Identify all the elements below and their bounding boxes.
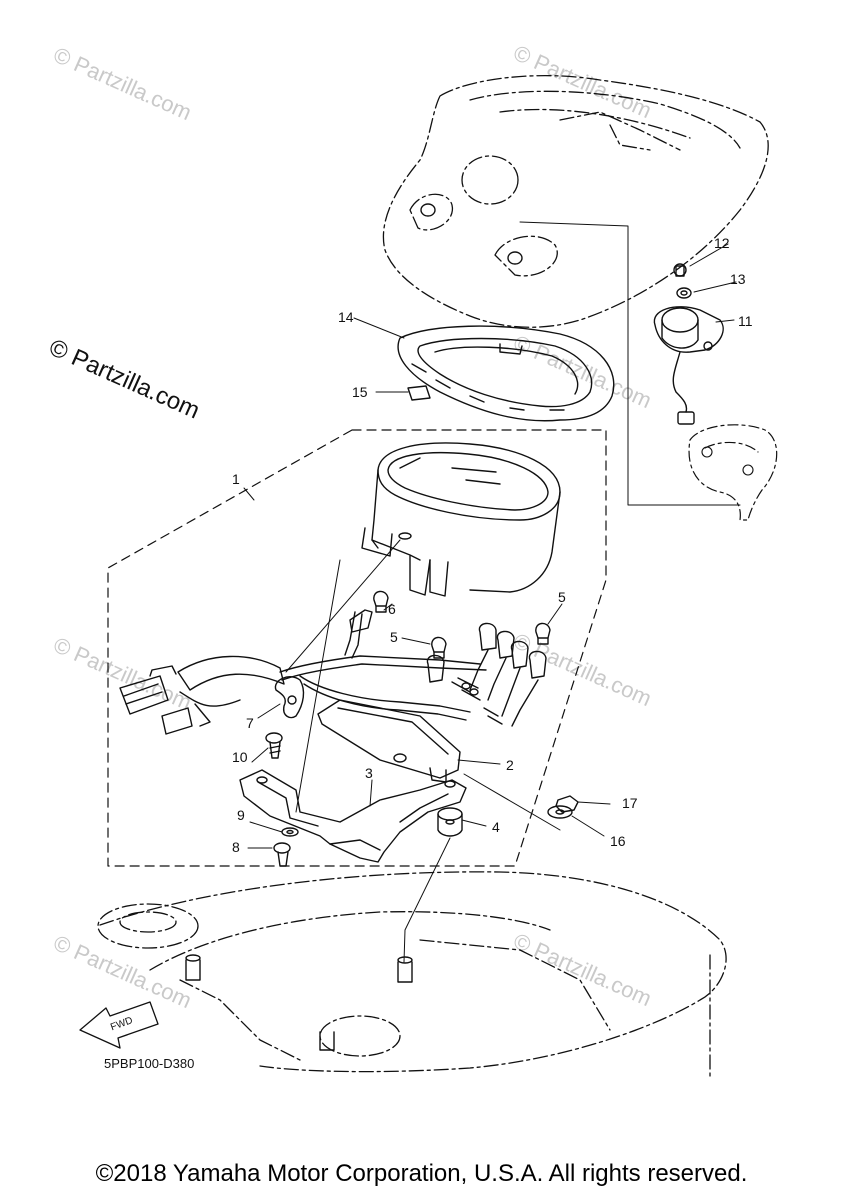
fwd-arrow-icon (79, 1001, 159, 1049)
mount-stud (185, 954, 413, 1051)
diagram-code: 5PBP100-D380 (104, 1056, 195, 1071)
callout-3: 3 (365, 765, 373, 781)
meter-plate (317, 699, 461, 783)
callout-leaders (243, 243, 737, 849)
washer (547, 805, 573, 819)
leader-line (403, 837, 451, 963)
fwd-label: FWD (109, 1015, 134, 1033)
callout-9: 9 (237, 807, 245, 823)
meter-bezel (397, 325, 615, 422)
switch-assembly (653, 263, 724, 425)
callout-13: 13 (730, 271, 746, 287)
screw (265, 732, 283, 759)
leader-line (285, 539, 401, 673)
mount-hole (420, 203, 436, 217)
wire-harness (119, 609, 547, 735)
meter-assembly (361, 442, 561, 597)
stay-bracket (688, 424, 778, 521)
headlight-cover (382, 74, 769, 328)
bulb (535, 622, 551, 645)
callout-14: 14 (338, 309, 354, 325)
callout-8: 8 (232, 839, 240, 855)
mount-hole (507, 251, 523, 265)
callout-6: 6 (388, 601, 396, 617)
callout-1: 1 (232, 471, 240, 487)
leader-line (519, 221, 741, 506)
callout-16: 16 (610, 833, 626, 849)
washer (281, 827, 299, 837)
callout-5b: 5 (390, 629, 398, 645)
meter-bracket (239, 769, 467, 863)
callout-7: 7 (246, 715, 254, 731)
callout-11: 11 (738, 313, 753, 329)
leader-line (463, 773, 561, 831)
callout-17: 17 (622, 795, 638, 811)
callout-10: 10 (232, 749, 248, 765)
callout-2: 2 (506, 757, 514, 773)
grommet (407, 385, 431, 401)
callout-5a: 5 (558, 589, 566, 605)
screw (273, 842, 291, 867)
callout-12: 12 (714, 235, 730, 251)
callout-4: 4 (492, 819, 500, 835)
rubber-grommet (437, 807, 463, 837)
leader-line (295, 559, 341, 813)
clamp (274, 676, 305, 719)
copyright: ©2018 Yamaha Motor Corporation, U.S.A. A… (95, 1160, 748, 1187)
callout-15: 15 (352, 384, 368, 400)
